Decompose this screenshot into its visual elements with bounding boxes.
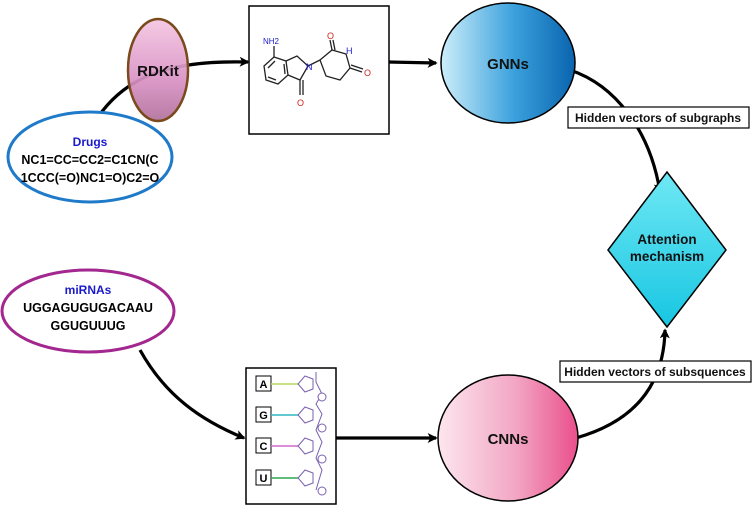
cnns-label: CNNs xyxy=(488,431,529,448)
mirnas-seq-line1: UGGAGUGUGACAAU xyxy=(23,301,153,315)
mirnas-title: miRNAs xyxy=(65,283,112,297)
arrow-gnns-to-attention xyxy=(569,68,664,194)
hidden-subgraphs-label: Hidden vectors of subgraphs xyxy=(575,111,741,125)
nucleotide-a: A xyxy=(260,379,268,391)
attention-node: Attention mechanism xyxy=(607,170,727,329)
hidden-subgraphs-box: Hidden vectors of subgraphs xyxy=(567,106,750,129)
arrow-mirnas-to-nucleotides xyxy=(138,349,246,440)
molecule-nh: H xyxy=(346,46,353,56)
rdkit-label: RDKit xyxy=(137,63,179,80)
rna-backbone xyxy=(315,372,323,491)
mirnas-node: miRNAs UGGAGUGUGACAAU GGUGUUUG xyxy=(0,268,176,354)
arrow-cnns-to-attention xyxy=(575,328,670,440)
drugs-title: Drugs xyxy=(73,135,108,149)
gnns-label: GNNs xyxy=(487,56,529,73)
cnns-node: CNNs xyxy=(437,374,579,502)
nucleotide-c: C xyxy=(260,441,268,453)
molecule-o3: O xyxy=(364,68,371,78)
mirnas-seq-line2: GGUGUUUG xyxy=(51,319,126,333)
drugs-smiles-line1: NC1=CC=CC2=C1CN(C xyxy=(21,153,158,167)
rdkit-node: RDKit xyxy=(126,17,190,123)
molecule-o1: O xyxy=(297,98,304,108)
nucleotide-g: G xyxy=(259,410,268,422)
nucleotide-box: A G C U xyxy=(245,367,337,505)
gnns-node: GNNs xyxy=(440,2,576,124)
drugs-node: Drugs NC1=CC=CC2=C1CN(C 1CCC(=O)NC1=O)C2… xyxy=(6,110,174,204)
attention-line2: mechanism xyxy=(630,249,704,264)
molecule-structure xyxy=(263,39,364,95)
drugs-smiles-line2: 1CCC(=O)NC1=O)C2=O xyxy=(21,171,160,185)
molecule-box: NH2 N O O O H xyxy=(248,5,390,135)
molecule-nh2: NH2 xyxy=(263,37,280,46)
molecule-n: N xyxy=(306,62,313,72)
hidden-subsequences-box: Hidden vectors of subsquences xyxy=(559,360,752,383)
molecule-o2: O xyxy=(327,31,334,41)
hidden-subsequences-label: Hidden vectors of subsquences xyxy=(564,365,746,379)
nucleotide-u: U xyxy=(260,473,268,485)
attention-line1: Attention xyxy=(637,232,696,247)
arrow-molecule-to-gnns xyxy=(387,57,438,68)
